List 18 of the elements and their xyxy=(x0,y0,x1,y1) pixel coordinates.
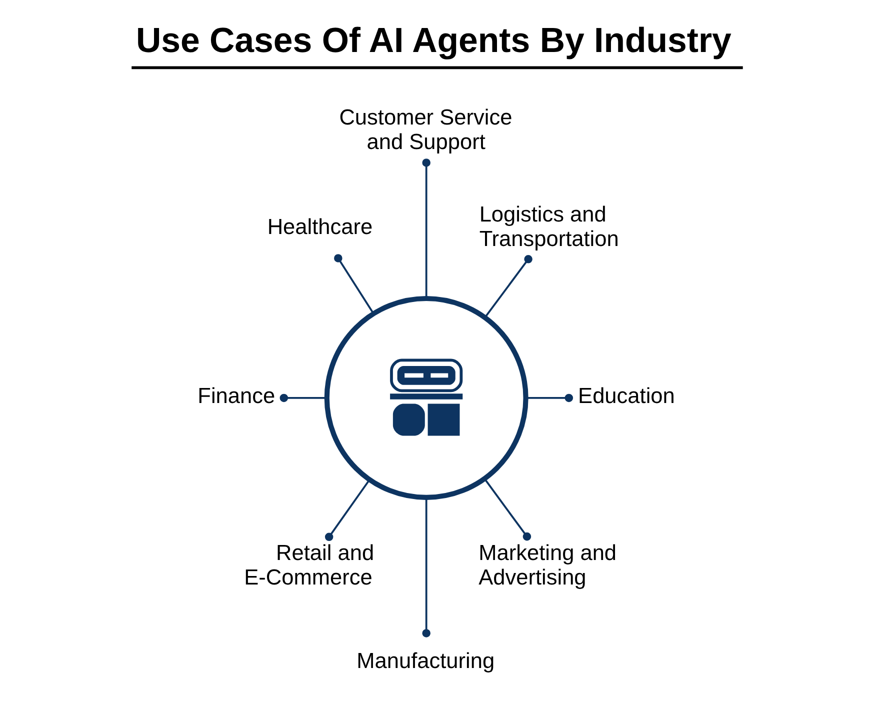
connector xyxy=(280,394,327,402)
connector xyxy=(526,394,574,402)
node-text: Marketing and Advertising xyxy=(478,540,617,590)
node-text: Logistics and Transportation xyxy=(479,202,619,252)
connector xyxy=(484,478,532,541)
node-text: Customer Service and Support xyxy=(339,104,512,154)
node-circle xyxy=(324,296,528,500)
node-text: Manufacturing xyxy=(356,648,495,674)
connector xyxy=(484,255,532,318)
diagram-title: Use Cases Of AI Agents By Industry xyxy=(136,20,732,60)
connector xyxy=(422,498,430,638)
connector xyxy=(324,480,370,542)
node-text: Education xyxy=(578,383,675,408)
node-text: Healthcare xyxy=(267,214,373,239)
connector xyxy=(334,254,374,314)
node-text: Finance xyxy=(198,383,276,408)
node-text: Retail and E-Commerce xyxy=(244,540,374,590)
connector xyxy=(422,158,430,298)
